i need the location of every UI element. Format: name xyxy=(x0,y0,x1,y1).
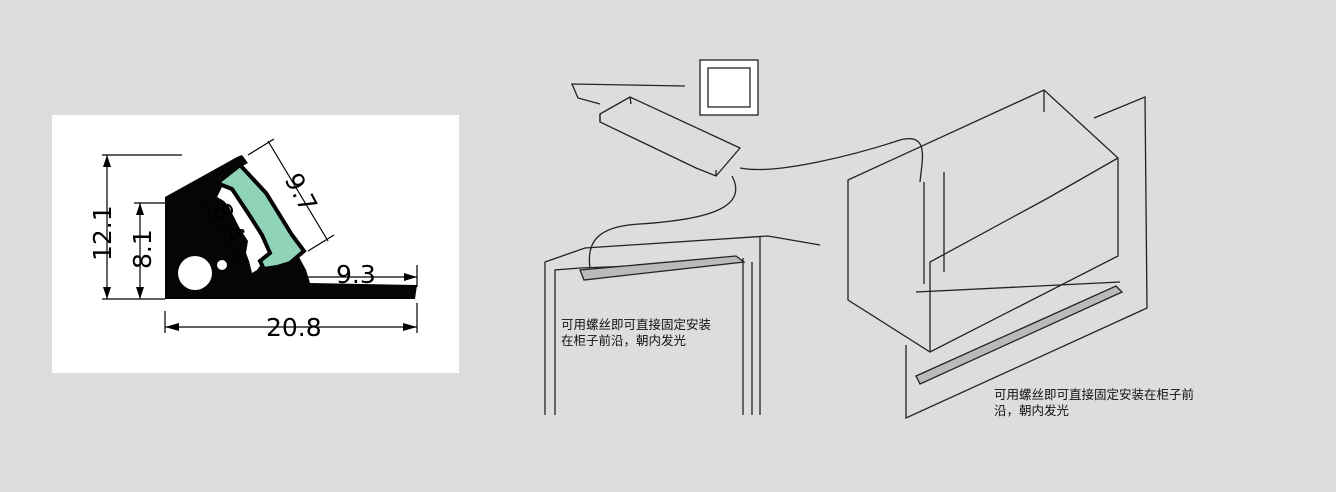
dim-lip-width: 9.3 xyxy=(336,260,376,289)
dim-height-total: 12.1 xyxy=(88,205,117,261)
cabinet-cable xyxy=(739,137,924,183)
wall-socket xyxy=(699,59,759,116)
dimension-arrows xyxy=(103,155,417,331)
left-light-bar xyxy=(579,255,746,281)
dim-base-width: 20.8 xyxy=(266,313,322,342)
profile-drawing-panel: 12.1 8.1 9.7 8.4 9.3 20.8 xyxy=(52,115,459,373)
diffuser-lens xyxy=(213,162,307,272)
profile-body xyxy=(165,155,417,299)
install-note-right: 可用螺丝即可直接固定安装在柜子前沿，朝内发光 xyxy=(994,387,1195,418)
install-note-left: 可用螺丝即可直接固定安装在柜子前沿，朝内发光 xyxy=(561,317,712,348)
profile-round-channel xyxy=(178,256,212,290)
light-cable xyxy=(588,175,737,269)
wall-cabinet xyxy=(847,89,1119,353)
dim-height-inner: 8.1 xyxy=(128,229,157,269)
wall-panel xyxy=(905,96,1148,420)
left-cabinet xyxy=(544,235,821,415)
profile-small-channel xyxy=(217,260,227,270)
power-cable xyxy=(571,83,686,105)
right-light-bar xyxy=(915,285,1124,385)
profile-cross-section-drawing: 12.1 8.1 9.7 8.4 9.3 20.8 xyxy=(88,138,418,342)
dimension-lines xyxy=(102,138,418,333)
